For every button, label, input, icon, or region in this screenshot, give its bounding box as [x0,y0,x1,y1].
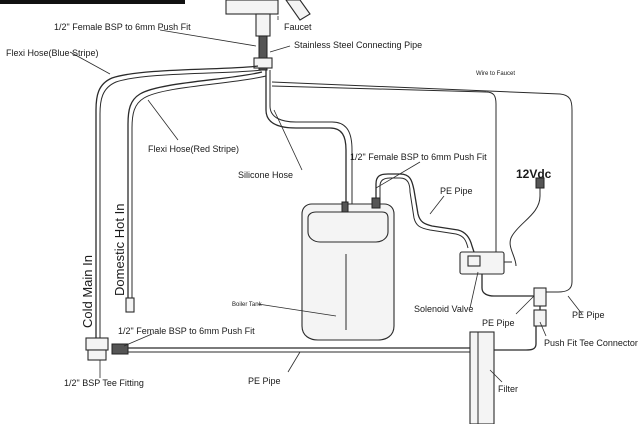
bsp-tee-fitting-label: 1/2" BSP Tee Fitting [64,378,144,388]
solenoid-valve-label: Solenoid Valve [414,304,473,314]
faucet-label: Faucet [284,22,312,32]
power-plug-icon [535,177,545,189]
boiler-tank [301,197,395,341]
header-strip [0,0,185,4]
flexi-blue-label: Flexi Hose(Blue Stripe) [6,48,99,58]
boiler-tank-label: Boiler Tank [232,302,263,308]
flexi-hose-red [127,71,263,300]
faucet-icon [225,0,311,37]
pe-pipe-right-a-label: PE Pipe [482,318,515,328]
solenoid-valve [459,251,512,275]
silicone-hose [265,70,347,206]
filter-icon [469,331,495,424]
wire-to-faucet [271,85,497,252]
flexi-hose-blue [95,65,259,338]
flexi-red-label: Flexi Hose(Red Stripe) [148,144,239,154]
pe-pipe-upper-label: PE Pipe [440,186,473,196]
female-bsp-mid-label: 1/2" Female BSP to 6mm Push Fit [350,152,487,162]
stainless-pipe-label: Stainless Steel Connecting Pipe [294,40,422,50]
voltage-label: 12Vdc [516,167,552,181]
filter-label: Filter [498,384,518,394]
pe-pipe-bottom-label: PE Pipe [248,376,281,386]
silicone-hose-label: Silicone Hose [238,170,293,180]
pe-pipe-right-b-label: PE Pipe [572,310,605,320]
push-fit-tee [533,287,547,327]
female-bsp-bottom-label: 1/2" Female BSP to 6mm Push Fit [118,326,255,336]
push-fit-tee-label: Push Fit Tee Connector [544,338,638,348]
domestic-hot-in-label: Domestic Hot In [112,204,127,296]
wire-to-faucet-label: Wire to Faucet [476,71,515,77]
bsp-tee-fitting [85,337,129,361]
female-bsp-top-label: 1/2" Female BSP to 6mm Push Fit [54,22,191,32]
stainless-connecting-pipe [253,35,273,71]
power-wire [509,184,541,267]
pe-pipe-upper [375,173,475,253]
cold-main-in-label: Cold Main In [80,255,95,328]
